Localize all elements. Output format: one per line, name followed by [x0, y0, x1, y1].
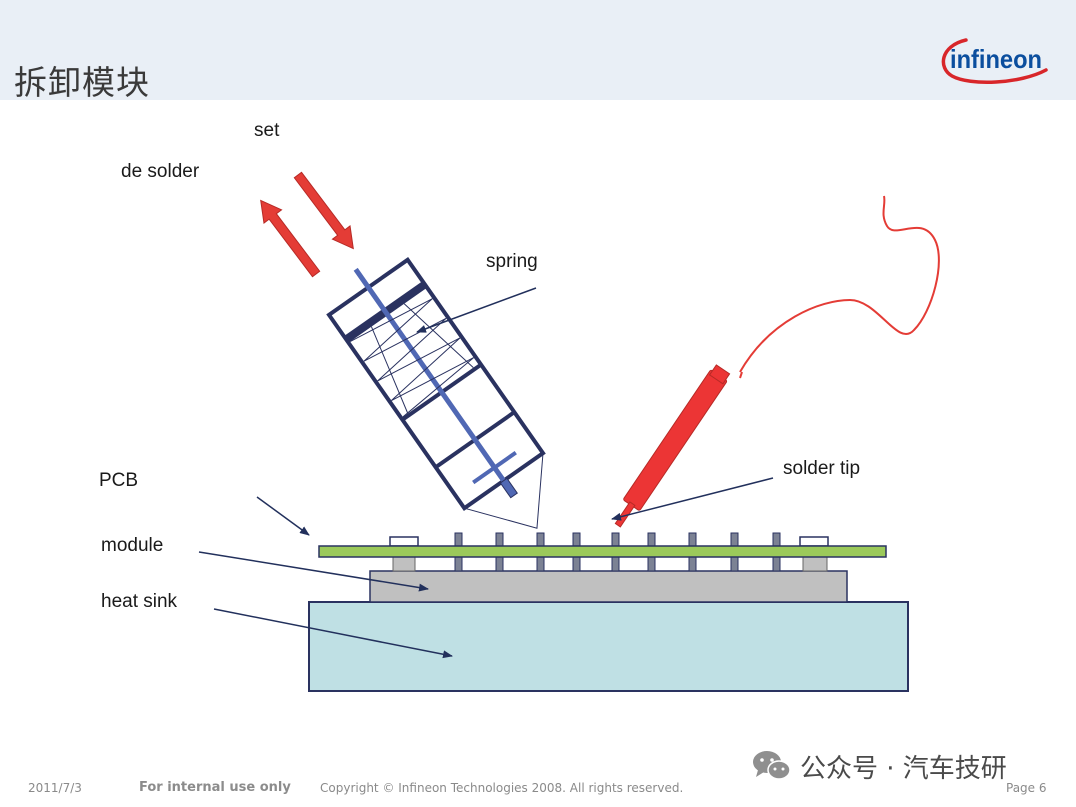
- post-cap-right: [799, 536, 829, 547]
- label-pcb: PCB: [99, 470, 139, 491]
- module-post-left: [392, 556, 416, 572]
- footer-date: 2011/7/3: [28, 781, 82, 795]
- set-arrow: [293, 171, 354, 250]
- iron-cable-path: [739, 195, 940, 373]
- iron-cable: [739, 371, 743, 379]
- watermark: 公众号 · 汽车技研: [752, 746, 1007, 786]
- label-heat-sink: heat sink: [101, 591, 178, 612]
- label-set: set: [254, 120, 280, 141]
- heat-sink: [308, 601, 909, 692]
- pcb-board: [318, 545, 887, 558]
- watermark-text: 公众号 · 汽车技研: [800, 753, 1007, 784]
- footer-copyright: Copyright © Infineon Technologies 2008. …: [320, 781, 684, 795]
- footer-internal: For internal use only: [139, 780, 291, 795]
- footer-page: Page 6: [1006, 781, 1047, 795]
- slide-header: [0, 0, 1076, 100]
- tool-plunger: [353, 267, 506, 483]
- label-de-solder: de solder: [121, 161, 200, 182]
- iron-handle: [623, 369, 728, 511]
- module-leader: [198, 551, 429, 592]
- tool-spring: [349, 298, 475, 418]
- wechat-icon: [753, 751, 791, 780]
- spring-leader: [416, 287, 537, 333]
- logo-swoosh: [941, 38, 1048, 84]
- solder-iron: [614, 364, 731, 528]
- module-post-right: [802, 556, 828, 572]
- spring-tool: [326, 257, 546, 529]
- label-solder-tip: solder tip: [783, 458, 861, 479]
- tool-cone: [464, 453, 544, 529]
- module-block: [369, 570, 848, 603]
- heat-sink-leader: [213, 608, 453, 659]
- label-module: module: [101, 535, 164, 556]
- logo-wordmark: infineon: [950, 44, 1042, 74]
- desolder-arrow: [260, 199, 321, 278]
- solder-tip-leader: [611, 477, 774, 521]
- slide-title: 拆卸模块: [14, 63, 150, 102]
- iron-tip: [614, 501, 636, 528]
- label-spring: spring: [486, 251, 538, 272]
- post-cap-left: [389, 536, 419, 547]
- pcb-leader: [256, 496, 310, 536]
- iron-collar: [708, 364, 731, 385]
- infineon-logo: infineon: [941, 38, 1048, 84]
- tool-nozzle: [499, 477, 518, 499]
